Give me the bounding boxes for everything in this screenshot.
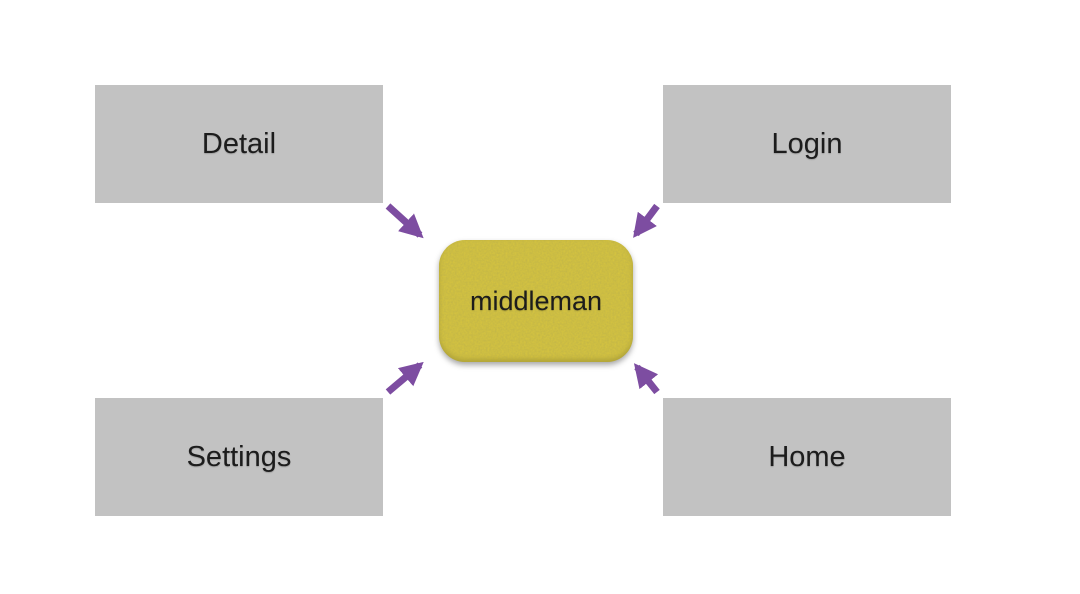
node-login: Login	[663, 85, 951, 203]
arrow-home-to-middleman	[633, 363, 660, 395]
node-detail-label: Detail	[201, 127, 277, 160]
node-home: Home	[663, 398, 951, 516]
node-detail: Detail	[95, 85, 383, 203]
arrow-detail-to-middleman	[385, 203, 424, 239]
node-middleman: middleman	[439, 240, 633, 362]
arrow-settings-to-middleman	[385, 361, 424, 395]
node-login-label: Login	[771, 127, 843, 160]
arrow-login-to-middleman	[633, 203, 660, 238]
node-settings: Settings	[95, 398, 383, 516]
node-settings-label: Settings	[186, 440, 292, 473]
node-home-label: Home	[768, 440, 846, 473]
node-middleman-label: middleman	[469, 285, 603, 316]
